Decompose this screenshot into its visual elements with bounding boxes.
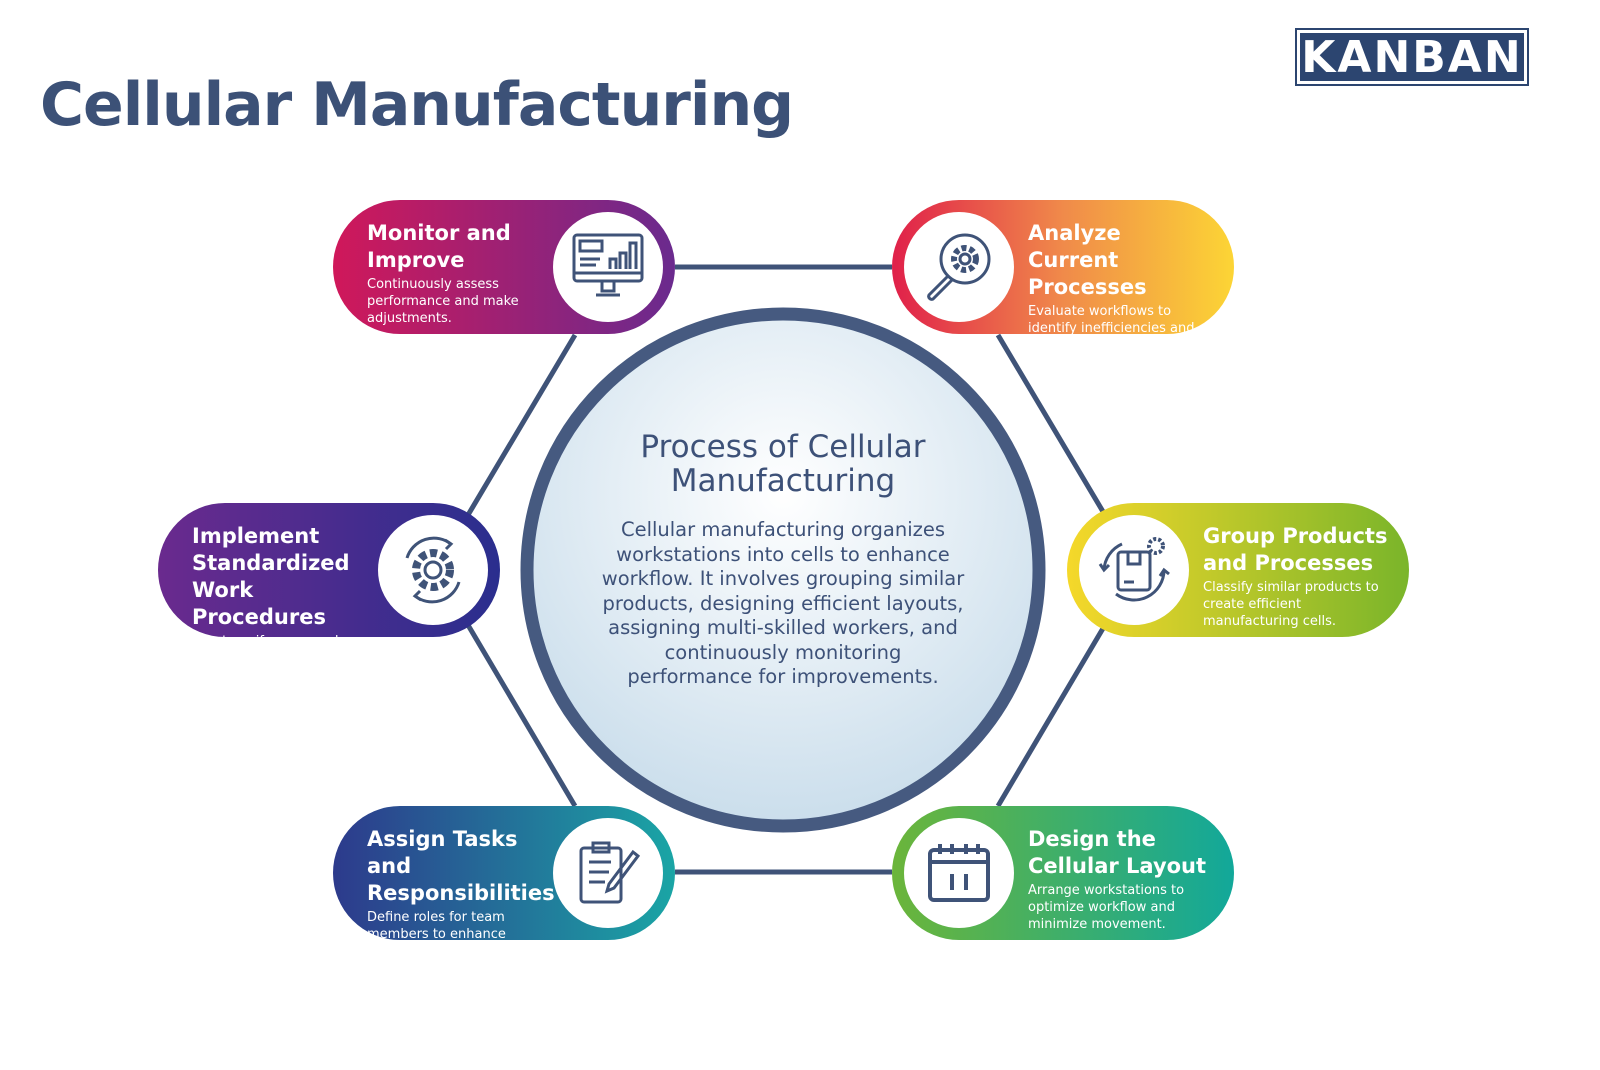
magnifier-gear-icon (904, 212, 1014, 322)
connector-line (995, 333, 1108, 517)
step-title: Analyze Current Processes (1028, 221, 1147, 299)
gear-cycle-icon (378, 515, 488, 625)
page-title: Cellular Manufacturing (40, 70, 794, 140)
box-cycle-icon (1079, 515, 1189, 625)
connector-line (465, 333, 578, 517)
step-desc: Arrange workstations to optimize workflo… (1028, 883, 1185, 932)
step-desc: Evaluate workflows to identify inefficie… (1028, 304, 1195, 353)
center-circle (520, 307, 1046, 833)
connector-line (995, 623, 1108, 808)
step-desc: Classify similar products to create effi… (1203, 580, 1379, 629)
calendar-layout-icon (904, 818, 1014, 928)
kanban-logo: KANBAN (1295, 28, 1529, 86)
center-heading: Process of Cellular Manufacturing (640, 429, 926, 499)
step-title: Implement Standardized Work Procedures (192, 524, 350, 629)
step-title: Monitor and Improve (367, 221, 511, 272)
monitor-chart-icon (553, 212, 663, 322)
step-desc: Define roles for team members to enhance… (367, 910, 524, 959)
center-body: Cellular manufacturing organizes worksta… (601, 518, 965, 688)
step-title: Group Products and Processes (1203, 524, 1388, 575)
step-desc: Create uniform procedures for consistenc… (192, 634, 367, 666)
connector-line (465, 623, 578, 808)
clipboard-pen-icon (553, 818, 663, 928)
step-desc: Continuously assess performance and make… (367, 277, 519, 326)
step-title: Assign Tasks and Responsibilities (367, 827, 555, 905)
center-content: Process of Cellular Manufacturing Cellul… (600, 430, 966, 690)
step-title: Design the Cellular Layout (1028, 827, 1207, 878)
